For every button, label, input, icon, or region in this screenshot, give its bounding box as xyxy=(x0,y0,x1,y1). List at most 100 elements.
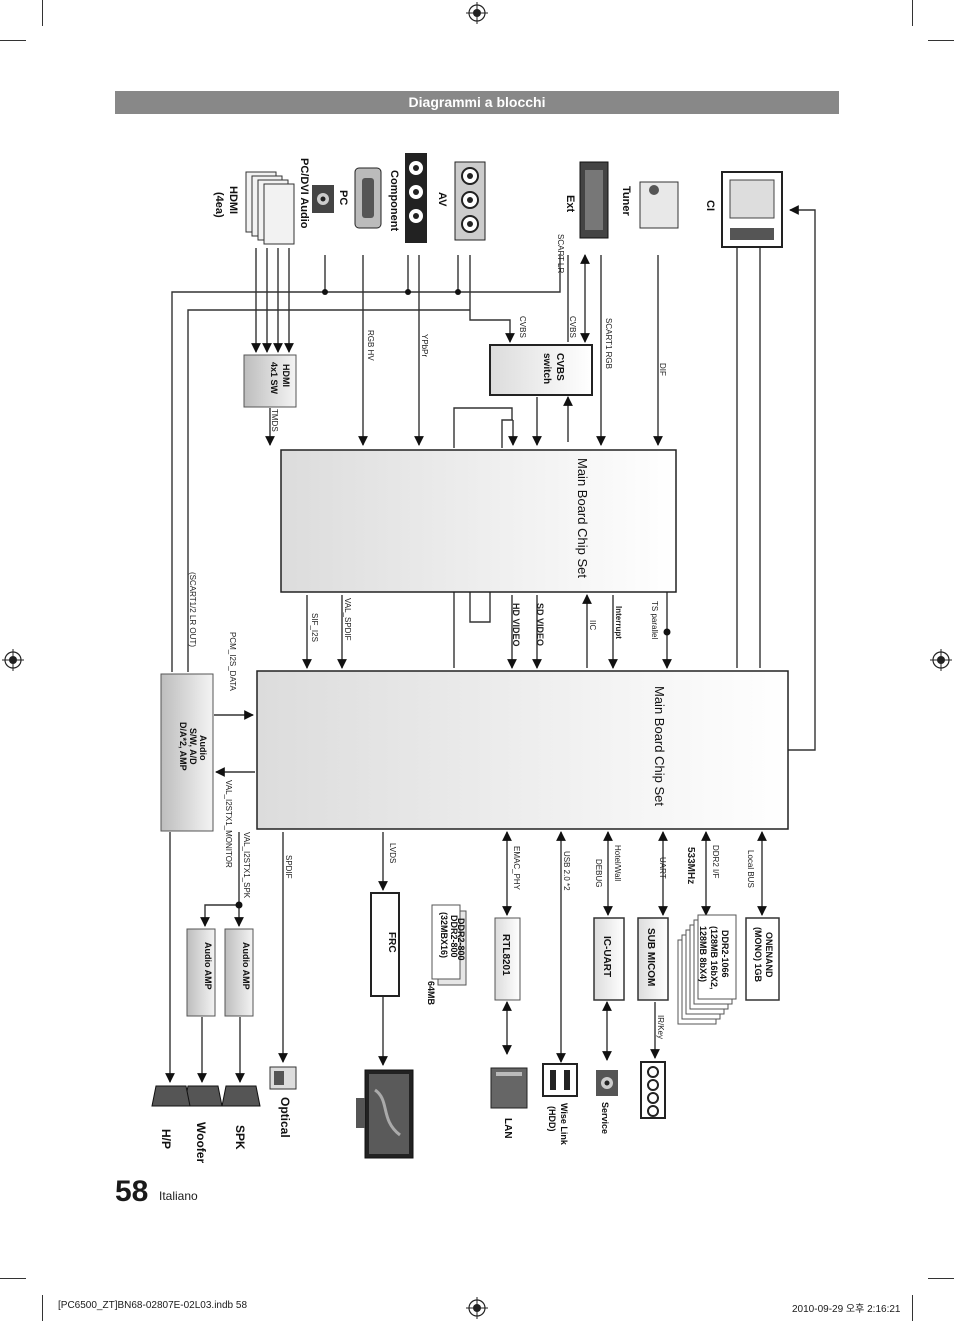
signal-local-bus: Local BUS xyxy=(746,850,755,888)
signal-hotel-wall: Hotel/Wall xyxy=(613,845,622,881)
ir-key-connector-icon xyxy=(640,1061,666,1119)
signal-ddr2-if: DDR2 I/F xyxy=(711,845,720,878)
woofer-label: Woofer xyxy=(194,1122,208,1163)
registration-mark-icon xyxy=(466,1297,488,1319)
pc-label: PC xyxy=(337,190,349,205)
ddr2-1066-stack xyxy=(677,914,737,1025)
ddr2-800-label-2: (32MBX16) xyxy=(439,912,449,958)
ddr2-800-block xyxy=(431,904,461,980)
audio-jack-icon xyxy=(312,185,334,213)
sub-micom-block xyxy=(637,917,669,1001)
optical-connector-icon xyxy=(269,1066,297,1090)
rtl-label: RTL8201 xyxy=(500,934,511,976)
ic-uart-block xyxy=(593,917,625,1001)
hdmi-switch-block xyxy=(243,354,297,408)
hdmi-sw-label-1: HDMI xyxy=(281,364,291,387)
component-label: Component xyxy=(388,170,400,231)
registration-mark-icon xyxy=(2,649,24,671)
ddr2-1066-label-3: 128MB 8bX4) xyxy=(698,926,708,982)
lan-label: LAN xyxy=(502,1118,513,1139)
ext-label: Ext xyxy=(564,195,576,212)
audio-switch-block xyxy=(160,673,214,832)
audio-block-label-3: D/A*2, AMP xyxy=(178,722,188,771)
cvbs-switch-block xyxy=(489,344,593,396)
tuner-connector-icon xyxy=(639,181,679,229)
wise-link-label-1: Wise Link xyxy=(559,1103,569,1146)
language-label: Italiano xyxy=(159,1189,198,1203)
signal-spdif: SPDIF xyxy=(284,855,293,879)
optical-label: Optical xyxy=(278,1097,292,1138)
spk-label: SPK xyxy=(233,1125,247,1150)
wise-link-label-2: (HDD) xyxy=(547,1106,557,1132)
vga-connector-icon xyxy=(354,167,382,229)
usb-connector-icon xyxy=(542,1063,578,1097)
main-chip-block-2 xyxy=(256,670,789,830)
tuner-label: Tuner xyxy=(620,186,632,216)
date-info: 2010-09-29 오후 2:16:21 xyxy=(792,1304,901,1315)
speaker-icon xyxy=(221,1085,261,1107)
ddr2-1066-label-1: DDR2-1066 xyxy=(720,930,730,978)
crop-mark xyxy=(912,0,913,26)
signal-val-spdif: VAL_SPDIF xyxy=(343,598,352,641)
onenand-block xyxy=(745,917,780,1001)
signal-interrupt: Interrupt xyxy=(614,606,623,639)
hdmi-count-label: (4ea) xyxy=(213,192,225,218)
registration-mark-icon xyxy=(466,2,488,24)
page-number: 58 xyxy=(115,1175,149,1208)
ci-label: CI xyxy=(704,200,716,211)
pc-dvi-audio-label: PC/DVI Audio xyxy=(298,158,310,229)
signal-val-monitor: VAL_I2STX1_MONITOR xyxy=(224,780,233,868)
wire-ci-return xyxy=(788,205,816,751)
crop-mark xyxy=(928,1278,954,1279)
component-connector-icon xyxy=(405,153,427,243)
audio-amp-a-label: Audio AMP xyxy=(203,942,213,990)
section-title: Diagrammi a blocchi xyxy=(408,94,546,110)
crop-mark xyxy=(0,40,26,41)
main-chip-1-label: Main Board Chip Set xyxy=(575,458,590,578)
audio-block-label-1: Audio xyxy=(198,735,208,761)
crop-mark xyxy=(42,0,43,26)
crop-mark xyxy=(0,1278,26,1279)
mem-64mb-label: 64MB xyxy=(426,981,436,1006)
signal-lvds: LVDS xyxy=(388,843,397,863)
hp-label: H/P xyxy=(159,1129,173,1149)
signal-ypbpr: YPbPr xyxy=(420,334,429,357)
av-connector-icon xyxy=(454,161,486,241)
file-info: [PC6500_ZT]BN68-02807E-02L03.indb 58 xyxy=(58,1300,248,1311)
signal-debug: DEBUG xyxy=(594,859,603,887)
audio-block-label-2: S/W, A/D xyxy=(188,728,198,765)
onenand-label-1: ONENAND xyxy=(764,932,774,978)
service-label: Service xyxy=(600,1102,610,1134)
signal-scart-out: (SCART1/2 LR OUT) xyxy=(188,572,197,647)
cvbs-switch-label-1: CVBS xyxy=(554,353,565,381)
ddr2-1066-label-2: (128MB 16bX2, xyxy=(709,926,719,990)
main-chip-2-label: Main Board Chip Set xyxy=(652,686,667,806)
audio-amp-block-a xyxy=(186,928,216,1017)
signal-tmds: TMDS xyxy=(270,409,279,432)
signal-scart1-rgb: SCART1 RGB xyxy=(604,318,613,369)
ci-slot-icon xyxy=(721,171,783,248)
headphone-speaker-icon xyxy=(151,1085,191,1107)
ddr2-800-label-1: DDR2-800 xyxy=(449,915,459,958)
signal-emac: EMAC_PHY xyxy=(512,846,521,891)
frc-label: FRC xyxy=(386,932,397,953)
lan-port-icon xyxy=(490,1067,528,1109)
tv-display-icon xyxy=(356,1069,414,1159)
signal-pcm-i2s: PCM_I2S_DATA xyxy=(228,632,237,691)
signal-rgb-hv: RGB HV xyxy=(366,330,375,361)
signal-533mhz: 533MHz xyxy=(685,847,696,884)
signal-scart-lr: SCART LR xyxy=(556,234,565,273)
service-jack-icon xyxy=(596,1070,618,1096)
signal-dif: DIF xyxy=(658,363,667,376)
av-label: AV xyxy=(436,192,448,207)
ddr2-800-back-label: DDR2-800 xyxy=(456,918,466,961)
hdmi-label: HDMI xyxy=(227,186,239,214)
main-chip-block-1 xyxy=(280,449,677,593)
sub-micom-label: SUB MICOM xyxy=(645,928,656,986)
signal-ts-parallel: TS parallel xyxy=(650,601,659,639)
hdmi-connector-icon xyxy=(245,171,295,245)
onenand-label-2: (MONO) 1GB xyxy=(753,927,763,982)
crop-mark xyxy=(928,40,954,41)
signal-cvbs-b: CVBS xyxy=(518,316,527,338)
